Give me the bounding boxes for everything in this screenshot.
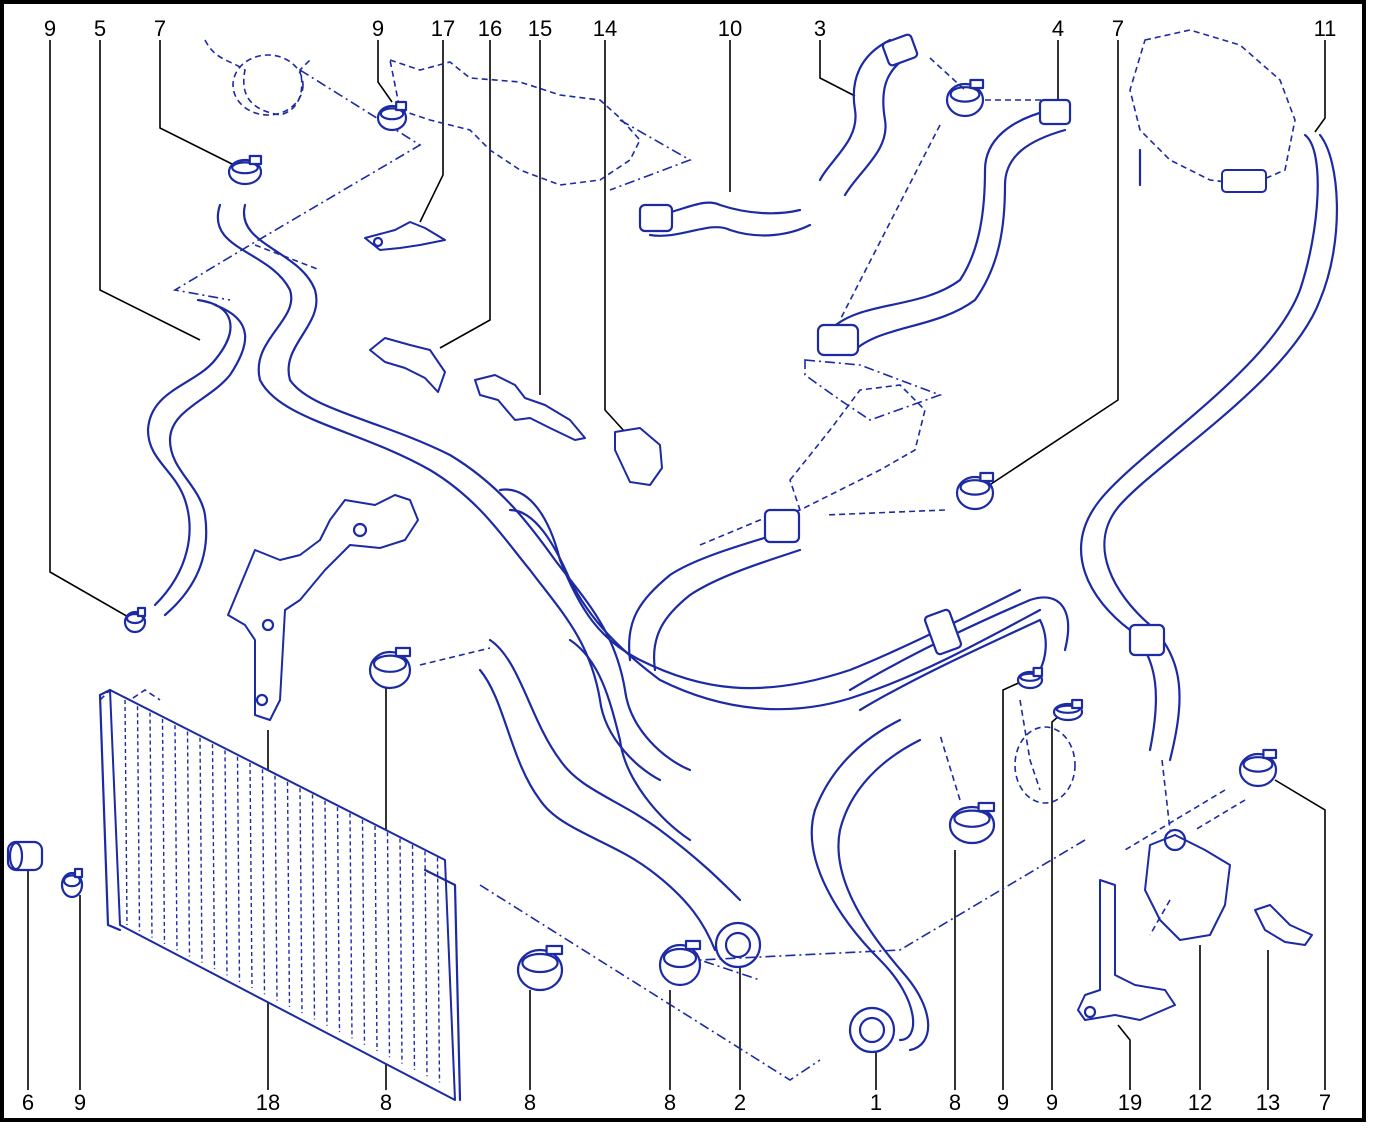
radiator-fin [161, 718, 166, 944]
radiator-fin [224, 750, 228, 976]
radiator [98, 688, 462, 1102]
radiator-fin [411, 844, 416, 1070]
hose-clamp [60, 867, 84, 899]
assembly-arrows [254, 57, 1246, 1081]
radiator-fin [436, 857, 441, 1083]
callout-10: 10 [718, 16, 742, 41]
bracket-18 [227, 494, 419, 721]
bracket-19 [1077, 879, 1176, 1021]
water-outlet-housing-outline [699, 359, 943, 546]
callout-15: 15 [528, 16, 552, 41]
hose-4 [816, 98, 1072, 357]
radiator-core [124, 699, 441, 1083]
top-callouts: 9 5 7 9 17 16 15 14 10 3 4 7 11 [44, 16, 1337, 41]
radiator-fin [424, 851, 428, 1077]
clip-17 [364, 221, 446, 251]
hose-clamp [123, 606, 147, 634]
radiator-fin [249, 762, 253, 989]
radiator-fin [361, 819, 366, 1045]
radiator-fin [124, 699, 128, 926]
callout-9-bottom-b: 9 [997, 1090, 1009, 1115]
hose-clamp [376, 100, 408, 132]
radiator-fin [261, 769, 266, 995]
callout-8-c: 8 [664, 1090, 676, 1115]
callout-17: 17 [431, 16, 455, 41]
radiator-fin [236, 756, 241, 982]
hose-10 [638, 201, 812, 237]
callout-12: 12 [1188, 1090, 1212, 1115]
radiator-fin [324, 800, 328, 1026]
callout-3: 3 [814, 16, 826, 41]
callout-19: 19 [1118, 1090, 1142, 1115]
hose-11 [1080, 133, 1338, 762]
radiator-fin [149, 712, 153, 938]
radiator-fin [374, 825, 378, 1052]
callout-9-bottom-c: 9 [1046, 1090, 1058, 1115]
hose-2 [478, 638, 762, 969]
sleeve-6 [6, 840, 44, 872]
radiator-fin [336, 807, 341, 1033]
clip-16 [369, 337, 446, 393]
callout-16: 16 [478, 16, 502, 41]
radiator-fin [136, 706, 141, 932]
water-pump-12 [1144, 759, 1231, 941]
callout-6: 6 [22, 1090, 34, 1115]
callout-9-top-a: 9 [44, 16, 56, 41]
bottom-callouts: 6 9 18 8 8 8 2 1 8 9 9 19 12 13 7 [22, 1090, 1331, 1115]
radiator-fin [186, 731, 191, 957]
callout-7-top-a: 7 [154, 16, 166, 41]
radiator-fin [299, 788, 303, 1014]
callout-5: 5 [94, 16, 106, 41]
radiator-fin [386, 832, 391, 1058]
callout-9-bottom-a: 9 [74, 1090, 86, 1115]
diagram-border [0, 0, 1366, 1122]
hose-5 [146, 298, 247, 617]
radiator-fin [199, 737, 203, 963]
callout-7-top-b: 7 [1112, 16, 1124, 41]
hose-right-upper [848, 596, 1070, 712]
callout-8-d: 8 [949, 1090, 961, 1115]
callout-8-b: 8 [524, 1090, 536, 1115]
hose-manifold [498, 488, 1042, 711]
radiator-fin [399, 838, 403, 1064]
callout-11: 11 [1314, 16, 1337, 41]
radiator-fin [311, 794, 316, 1020]
callout-4: 4 [1052, 16, 1064, 41]
hose-upper-main [216, 203, 692, 782]
hose-clamp [658, 939, 702, 987]
hose-clamp [955, 471, 995, 511]
callout-8-a: 8 [380, 1090, 392, 1115]
hose-clamps [60, 78, 1278, 992]
callout-9-top-b: 9 [372, 16, 384, 41]
callout-7-bottom: 7 [1319, 1090, 1331, 1115]
hose-clamp [516, 944, 564, 992]
hose-clamp [1052, 698, 1084, 722]
clip-13 [1254, 904, 1313, 946]
callout-13: 13 [1256, 1090, 1280, 1115]
radiator-fin [286, 781, 291, 1007]
callout-14: 14 [593, 16, 617, 41]
clip-15 [474, 374, 586, 441]
clip-14 [614, 427, 663, 486]
callout-1: 1 [870, 1090, 882, 1115]
hose-clamp [945, 78, 985, 118]
turbo-outline [1129, 29, 1296, 193]
hose-clamp [1238, 748, 1278, 788]
hose-clamp [1016, 666, 1044, 690]
callout-18: 18 [256, 1090, 280, 1115]
hose-3 [818, 33, 919, 197]
radiator-fin [174, 725, 178, 951]
radiator-fin [211, 744, 216, 970]
callout-2: 2 [734, 1090, 746, 1115]
radiator-fin [349, 813, 353, 1039]
hose-clamp [948, 801, 996, 845]
hose-clamp [227, 154, 263, 186]
hose-clamp [368, 646, 412, 690]
hose-1 [810, 718, 930, 1054]
radiator-fin [274, 775, 278, 1001]
